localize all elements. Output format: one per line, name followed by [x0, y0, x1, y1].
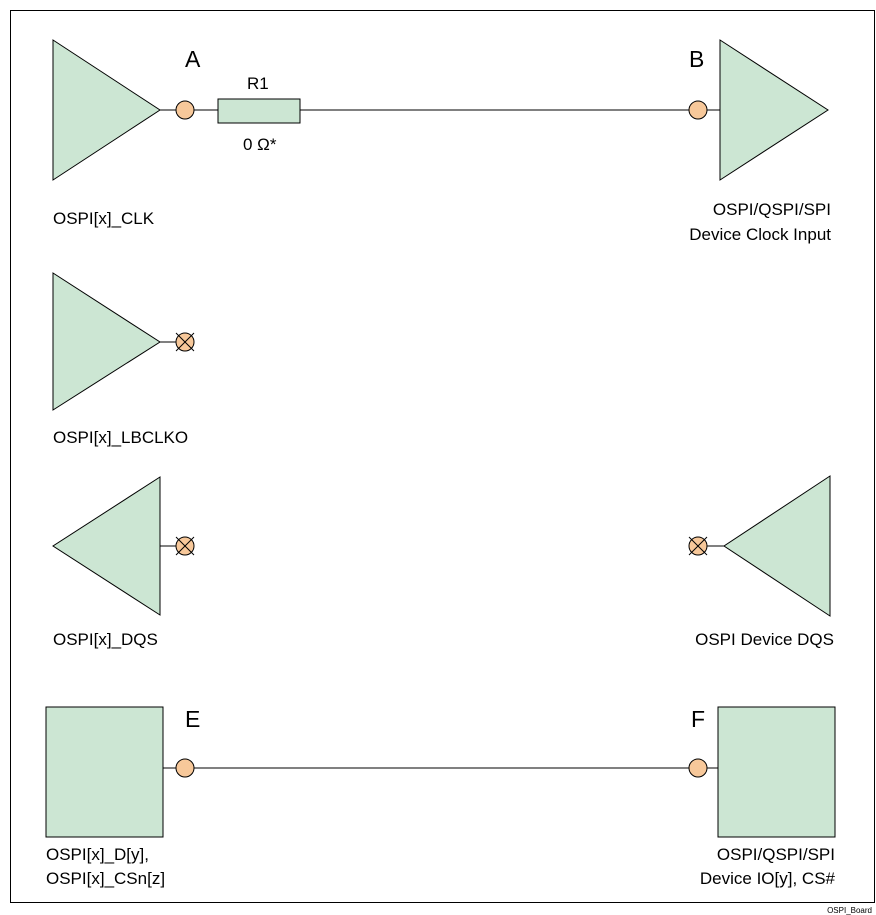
resistor-value-label: 0 Ω*	[243, 135, 277, 154]
point-f-label: F	[691, 706, 705, 732]
lbclko-no-connect-pad	[175, 332, 195, 352]
data-signal-label-line2: OSPI[x]_CSn[z]	[46, 869, 165, 888]
device-clk-label-line1: OSPI/QSPI/SPI	[713, 200, 831, 219]
device-io-pad-f	[688, 758, 708, 778]
resistor-r1	[217, 98, 301, 124]
device-clk-pad-b	[688, 100, 708, 120]
lbclko-driver-buffer	[52, 272, 161, 411]
dqs-signal-label: OSPI[x]_DQS	[53, 630, 158, 649]
data-io-block	[45, 706, 164, 838]
point-a-label: A	[185, 46, 201, 72]
point-b-label: B	[689, 46, 704, 72]
clk-pad-a	[175, 100, 195, 120]
clk-driver-buffer	[52, 39, 161, 181]
resistor-ref-label: R1	[247, 74, 269, 93]
device-dqs-label: OSPI Device DQS	[695, 630, 834, 649]
point-e-label: E	[185, 706, 200, 732]
device-clk-label-line2: Device Clock Input	[689, 225, 831, 244]
device-io-label-line1: OSPI/QSPI/SPI	[717, 845, 835, 864]
device-dqs-no-connect-pad	[688, 536, 708, 556]
dqs-receiver-buffer	[52, 476, 161, 616]
diagram-border	[10, 10, 875, 903]
device-clk-receiver-buffer	[719, 39, 829, 181]
clk-signal-label: OSPI[x]_CLK	[53, 209, 155, 228]
data-signal-label-line1: OSPI[x]_D[y],	[46, 845, 149, 864]
device-io-block	[717, 706, 836, 838]
device-io-label-line2: Device IO[y], CS#	[700, 869, 836, 888]
figure-tag: OSPI_Board	[827, 906, 872, 915]
data-pad-e	[175, 758, 195, 778]
dqs-no-connect-pad	[175, 536, 195, 556]
lbclko-signal-label: OSPI[x]_LBCLKO	[53, 428, 188, 447]
device-dqs-driver-buffer	[723, 475, 831, 617]
